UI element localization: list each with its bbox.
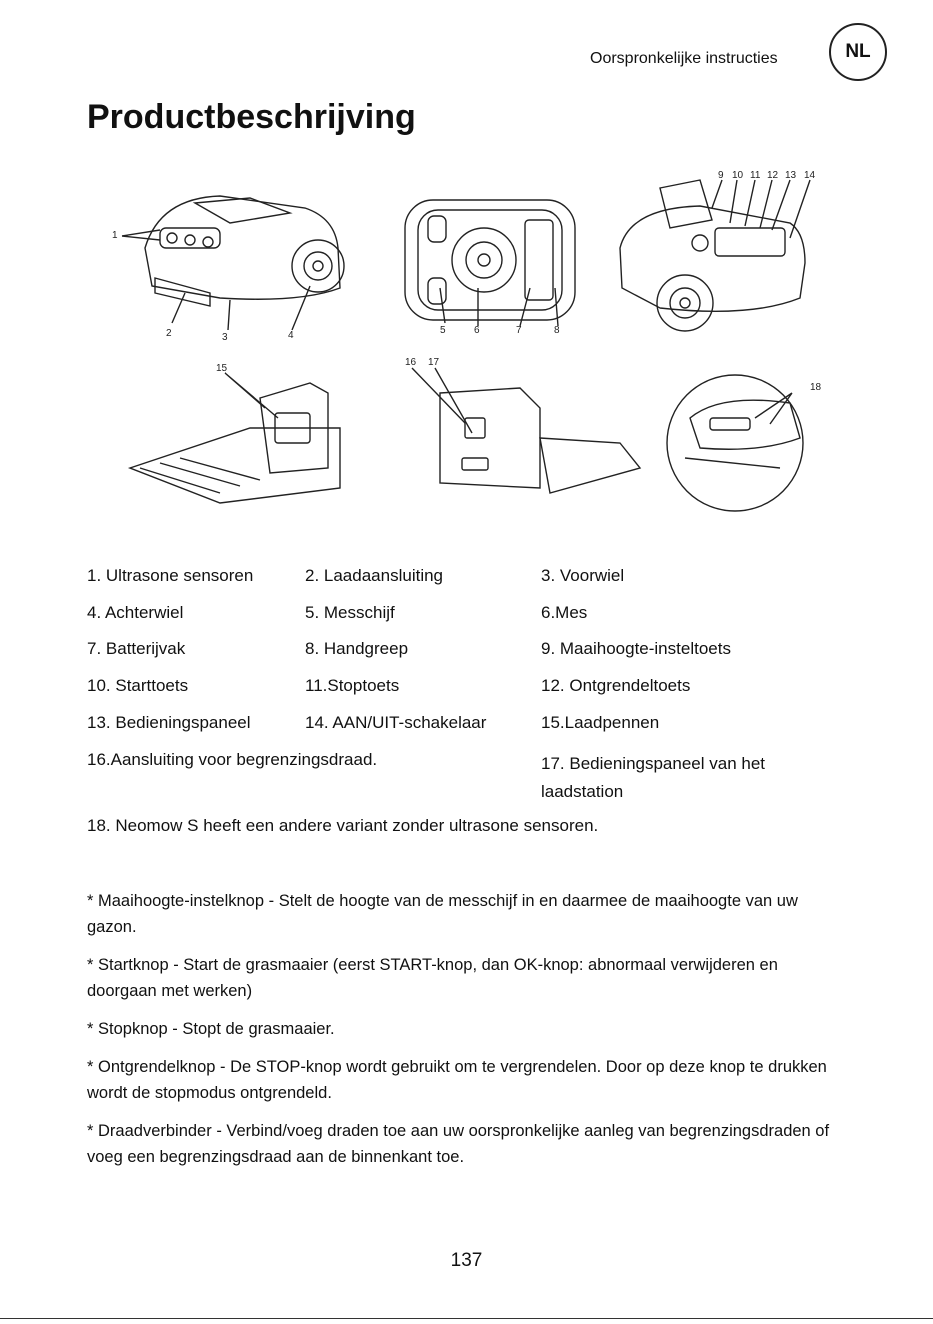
language-badge: NL	[829, 23, 887, 81]
callout-18: 18	[810, 382, 822, 393]
callout-5: 5	[440, 325, 446, 336]
callout-7: 7	[516, 325, 522, 336]
detail-circle-drawing	[666, 374, 804, 512]
part-1: 1. Ultrasone sensoren	[87, 566, 254, 585]
header-subtitle: Oorspronkelijke instructies	[590, 50, 778, 67]
callout-11: 11	[750, 170, 761, 181]
charging-station-rear-drawing	[439, 387, 642, 494]
callout-9: 9	[718, 170, 724, 181]
callout-15: 15	[216, 363, 228, 374]
note-stop-button: * Stopknop - Stopt de grasmaaier.	[87, 1020, 335, 1038]
part-17: 17. Bedieningspaneel van het laadstation	[541, 754, 766, 801]
mower-open-lid-drawing	[619, 179, 806, 332]
note-start-button: * Startknop - Start de grasmaaier (eerst…	[87, 956, 778, 1000]
callout-1: 1	[112, 230, 118, 241]
part-8: 8. Handgreep	[305, 639, 409, 658]
charging-station-drawing	[127, 382, 341, 504]
callout-14: 14	[804, 170, 816, 181]
part-4: 4. Achterwiel	[87, 603, 184, 622]
note-unlock-button: * Ontgrendelknop - De STOP-knop wordt ge…	[87, 1058, 827, 1102]
product-illustration: 1 2 3 4 5 6 7 8 9 10 11 12 13 14 15 16 1…	[112, 170, 822, 512]
notes-section: * Maaihoogte-instelknop - Stelt de hoogt…	[87, 888, 847, 1182]
part-13: 13. Bedieningspaneel	[87, 713, 251, 732]
page-number: 137	[450, 1250, 483, 1271]
callout-2: 2	[166, 328, 172, 339]
note-wire-connector: * Draadverbinder - Verbind/voeg draden t…	[87, 1122, 830, 1166]
callout-4: 4	[288, 330, 294, 341]
callout-6: 6	[474, 325, 480, 336]
note-height-adjust: * Maaihoogte-instelknop - Stelt de hoogt…	[87, 892, 798, 936]
callout-12: 12	[767, 170, 779, 181]
callout-13: 13	[785, 170, 797, 181]
callout-3: 3	[222, 332, 228, 343]
part-16: 16.Aansluiting voor begrenzingsdraad.	[87, 750, 378, 769]
part-2: 2. Laadaansluiting	[305, 566, 444, 585]
part-5: 5. Messchijf	[305, 603, 395, 622]
figure-callouts: 1 2 3 4 5 6 7 8 9 10 11 12 13 14 15 16 1…	[112, 170, 822, 393]
part-15: 15.Laadpennen	[541, 713, 660, 732]
footer-rule	[0, 1318, 933, 1319]
part-14: 14. AAN/UIT-schakelaar	[305, 713, 487, 732]
mower-front-drawing	[144, 195, 345, 307]
part-11: 11.Stoptoets	[305, 676, 400, 695]
part-7: 7. Batterijvak	[87, 639, 186, 658]
part-10: 10. Starttoets	[87, 676, 189, 695]
callout-17: 17	[428, 357, 440, 368]
part-9: 9. Maaihoogte-insteltoets	[541, 639, 731, 658]
part-18: 18. Neomow S heeft een andere variant zo…	[87, 816, 599, 835]
part-12: 12. Ontgrendeltoets	[541, 676, 691, 695]
callout-8: 8	[554, 325, 560, 336]
mower-underside-drawing	[404, 199, 576, 321]
part-6: 6.Mes	[541, 603, 588, 622]
part-3: 3. Voorwiel	[541, 566, 625, 585]
callout-10: 10	[732, 170, 744, 181]
callout-16: 16	[405, 357, 417, 368]
page-title: Productbeschrijving	[87, 98, 416, 136]
